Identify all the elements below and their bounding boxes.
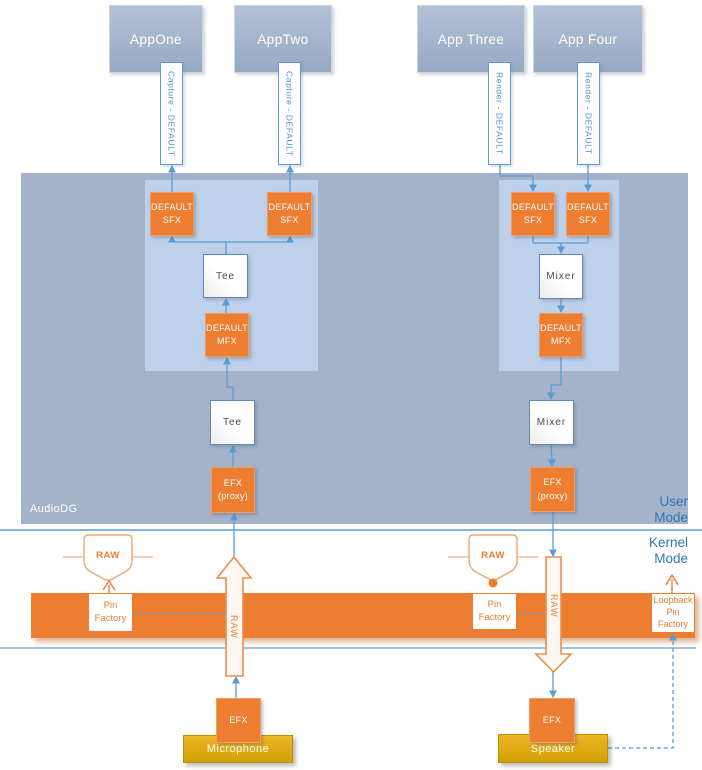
app-box-appone: AppOne	[109, 5, 203, 73]
render-connectors	[499, 165, 589, 691]
stream-pipe-label: Capture - DEFAULT	[166, 70, 177, 157]
pin-factory-box-render: Pin Factory	[472, 593, 517, 630]
stream-pipe-capture-default-1: Capture - DEFAULT	[160, 62, 183, 165]
capture-connectors	[171, 172, 291, 698]
stream-pipe-capture-default-2: Capture - DEFAULT	[278, 62, 301, 165]
capture-tee-lower-box: Tee	[210, 400, 255, 445]
efx-proxy-line2: (proxy)	[217, 491, 249, 501]
app-label: App Three	[437, 31, 505, 47]
efx-proxy-line2: (proxy)	[537, 490, 568, 501]
kernel-mode-label: Kernel Mode	[648, 535, 688, 567]
raw-stream-arrow-down	[534, 556, 573, 674]
efx-proxy-line1: EFX	[543, 477, 562, 487]
efx-proxy-line1: EFX	[223, 477, 243, 488]
app-box-appthree: App Three	[417, 5, 525, 73]
raw-pin-label-capture: RAW	[96, 550, 120, 561]
app-box-apptwo: AppTwo	[234, 5, 332, 73]
app-label: App Four	[558, 31, 618, 47]
stream-pipe-render-default-2: Render - DEFAULT	[577, 62, 600, 165]
render-mixer-upper-box: Mixer	[539, 254, 583, 299]
capture-sfx-right-box: DEFAULT SFX	[267, 192, 312, 236]
render-sfx-right-box: DEFAULT SFX	[566, 192, 610, 236]
capture-tee-upper-box: Tee	[203, 254, 248, 298]
speaker-efx-box: EFX	[529, 698, 575, 743]
render-arrowheads	[529, 184, 592, 698]
loopback-up-arrow	[665, 573, 679, 594]
capture-sfx-left-box: DEFAULT SFX	[150, 192, 194, 236]
render-mixer-lower-box: Mixer	[529, 400, 574, 445]
microphone-efx-box: EFX	[216, 698, 261, 743]
raw-arrow-label-capture: RAW	[229, 615, 239, 639]
render-sfx-left-box: DEFAULT SFX	[511, 192, 555, 236]
loopback-dashed-arrowhead	[669, 633, 677, 641]
raw-pin-shape-capture	[63, 534, 153, 595]
raw-arrow-label-render: RAW	[549, 594, 559, 618]
app-label: AppOne	[130, 31, 182, 47]
stream-pipe-label: Render - DEFAULT	[494, 72, 505, 155]
raw-pin-shape-render	[448, 534, 538, 588]
capture-efx-proxy-box: EFX (proxy)	[211, 467, 255, 513]
capture-mfx-box: DEFAULT MFX	[205, 313, 249, 357]
raw-stream-arrow-up	[215, 555, 253, 677]
app-label: AppTwo	[257, 31, 309, 47]
pin-factory-box-capture: Pin Factory	[88, 593, 133, 632]
audiodg-region-label: AudioDG	[30, 503, 78, 515]
pin-factory-dashed-links	[133, 612, 674, 749]
user-mode-label: User Mode	[654, 494, 688, 526]
stream-pipe-label: Capture - DEFAULT	[284, 70, 295, 157]
render-efx-proxy-box: EFX (proxy)	[530, 467, 575, 512]
raw-pin-label-render: RAW	[481, 550, 505, 561]
render-mfx-box: DEFAULT MFX	[539, 313, 583, 357]
stream-pipe-render-default-1: Render - DEFAULT	[488, 62, 511, 165]
capture-arrowheads	[168, 165, 294, 684]
stream-pipe-label: Render - DEFAULT	[583, 72, 594, 155]
loopback-pin-factory-box: Loopback Pin Factory	[651, 593, 695, 633]
user-kernel-boundary-line	[0, 529, 702, 649]
kernel-streaming-bus-bar	[31, 593, 695, 638]
